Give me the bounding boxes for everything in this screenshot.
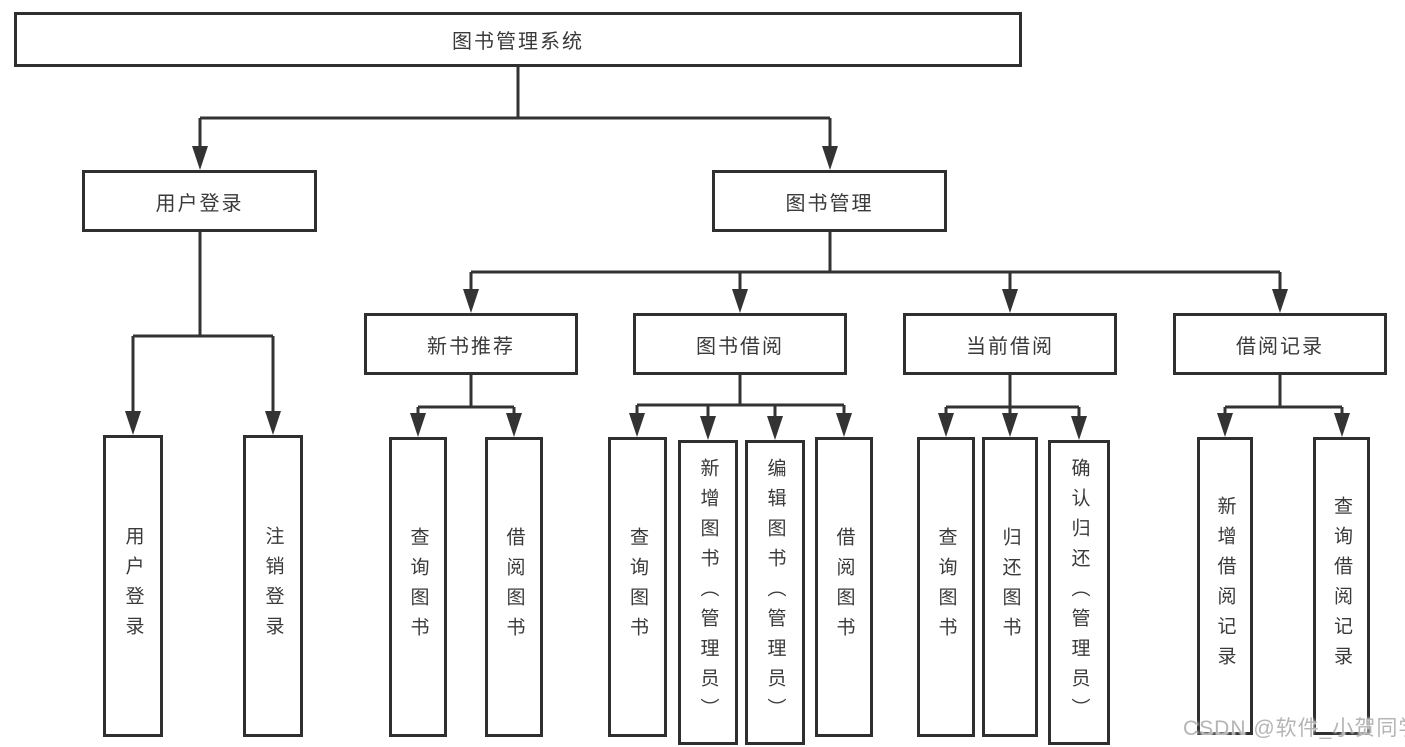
arrow-icon: [822, 146, 838, 170]
arrow-icon: [1217, 413, 1233, 437]
arrow-icon: [700, 416, 716, 440]
arrow-icon: [506, 413, 522, 437]
arrowheads: [125, 146, 1350, 440]
node-borrow-books-2: 借阅图书: [815, 437, 873, 737]
node-user-login: 用户登录: [82, 170, 317, 232]
arrow-icon: [732, 289, 748, 313]
node-new-book-recommend: 新书推荐: [364, 313, 578, 375]
arrow-icon: [192, 146, 208, 170]
node-borrow-books-1: 借阅图书: [485, 437, 543, 737]
node-query-books-3: 查询图书: [917, 437, 975, 737]
node-edit-books-admin: 编辑图书（管理员）: [745, 440, 805, 745]
node-query-books-1: 查询图书: [389, 437, 447, 737]
node-borrow-records: 借阅记录: [1173, 313, 1387, 375]
arrow-icon: [410, 413, 426, 437]
arrow-icon: [463, 289, 479, 313]
node-user-login-leaf: 用户登录: [103, 435, 163, 737]
node-current-borrowing: 当前借阅: [903, 313, 1117, 375]
node-return-books: 归还图书: [982, 437, 1038, 737]
node-query-borrow-record: 查询借阅记录: [1313, 437, 1370, 735]
arrow-icon: [265, 411, 281, 435]
node-confirm-return-admin: 确认归还（管理员）: [1048, 440, 1110, 745]
arrow-icon: [1071, 416, 1087, 440]
arrow-icon: [938, 413, 954, 437]
arrow-icon: [1002, 289, 1018, 313]
node-book-borrowing: 图书借阅: [633, 313, 847, 375]
arrow-icon: [1334, 413, 1350, 437]
arrow-icon: [1002, 413, 1018, 437]
arrow-icon: [125, 411, 141, 435]
node-logout: 注销登录: [243, 435, 303, 737]
node-book-management: 图书管理: [712, 170, 947, 232]
arrow-icon: [767, 416, 783, 440]
node-add-borrow-record: 新增借阅记录: [1197, 437, 1253, 735]
connector-path: [131, 65, 1344, 430]
arrow-icon: [836, 413, 852, 437]
node-add-books-admin: 新增图书（管理员）: [678, 440, 738, 745]
csdn-watermark: CSDN @软件_小贺同学: [1183, 717, 1405, 740]
arrow-icon: [1272, 289, 1288, 313]
node-query-books-2: 查询图书: [608, 437, 667, 737]
arrow-icon: [629, 413, 645, 437]
node-library-management-system: 图书管理系统: [14, 12, 1022, 67]
